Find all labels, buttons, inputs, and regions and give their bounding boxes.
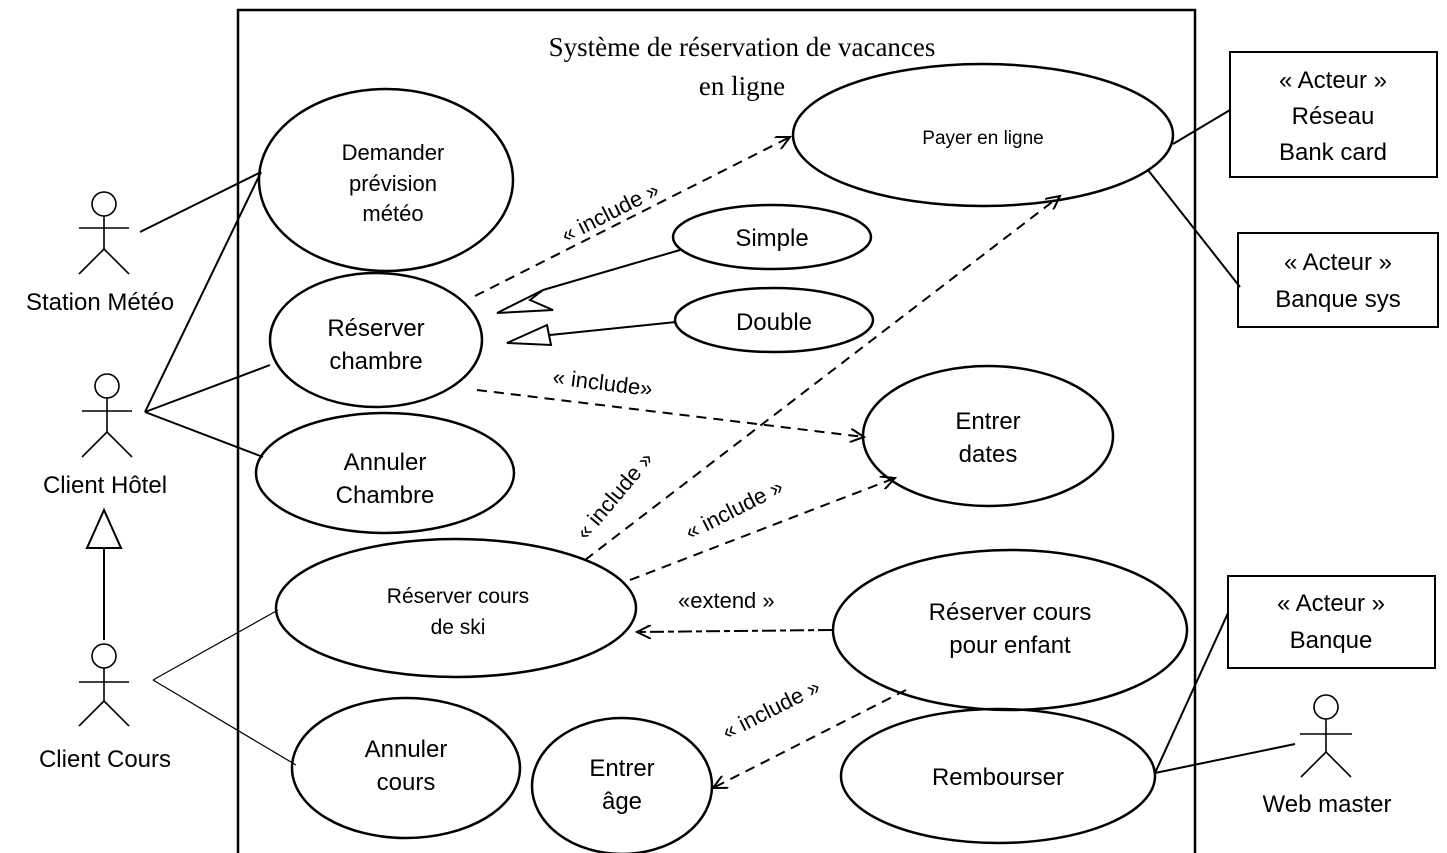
svg-text:Banque sys: Banque sys: [1275, 286, 1400, 313]
svg-text:« Acteur »: « Acteur »: [1277, 590, 1385, 617]
svg-text:Entrer: Entrer: [589, 755, 654, 782]
use-case-reserver-cours-ski: Réserver cours de ski: [274, 537, 638, 679]
actor-station-meteo: Station Météo: [26, 191, 174, 316]
use-case-annuler-cours: Annuler cours: [290, 696, 522, 840]
include-label-dates: « include»: [551, 364, 654, 401]
svg-text:Simple: Simple: [735, 225, 808, 252]
actor-label-client-cours: Client Cours: [39, 746, 171, 773]
system-boundary: [236, 8, 1197, 853]
svg-text:Banque: Banque: [1290, 627, 1373, 654]
associations: [139, 109, 1296, 774]
extend-label: «extend »: [678, 588, 775, 613]
system-title-line-1: Système de réservation de vacances: [549, 32, 936, 62]
use-case-entrer-dates: Entrer dates: [861, 364, 1115, 508]
actor-box-banque: « Acteur » Banque: [1227, 575, 1436, 669]
svg-text:Annuler: Annuler: [365, 736, 448, 763]
svg-text:météo: météo: [362, 201, 423, 226]
stick-figure-icon: [78, 643, 130, 727]
actor-web-master: Web master: [1263, 694, 1392, 818]
svg-text:de ski: de ski: [431, 616, 486, 639]
svg-text:« Acteur »: « Acteur »: [1279, 67, 1387, 94]
include-label-age: « include »: [718, 674, 824, 745]
svg-text:Entrer: Entrer: [955, 408, 1020, 435]
dependencies: [474, 137, 1060, 788]
generalizations: [85, 249, 681, 640]
stick-figure-icon: [81, 373, 133, 458]
use-case-entrer-age: Entrer âge: [530, 716, 714, 853]
svg-text:Rembourser: Rembourser: [932, 764, 1064, 791]
svg-text:prévision: prévision: [349, 171, 437, 196]
svg-text:dates: dates: [959, 441, 1018, 468]
system-title-line-2: en ligne: [699, 71, 785, 101]
svg-text:Réserver cours: Réserver cours: [387, 585, 529, 608]
svg-text:Payer en ligne: Payer en ligne: [922, 128, 1043, 149]
actor-client-cours: Client Cours: [39, 643, 171, 773]
include-label-ski-payer: « include »: [571, 447, 659, 545]
svg-text:Annuler: Annuler: [344, 449, 427, 476]
use-case-rembourser: Rembourser: [839, 707, 1157, 845]
svg-text:Réserver: Réserver: [327, 315, 424, 342]
svg-text:Bank card: Bank card: [1279, 139, 1387, 166]
use-case-double: Double: [673, 286, 875, 354]
actor-label-client-hotel: Client Hôtel: [43, 472, 167, 499]
svg-text:Demander: Demander: [342, 140, 445, 165]
stick-figure-icon: [1300, 694, 1352, 778]
include-label-ski-dates: « include »: [681, 474, 787, 545]
svg-text:Réseau: Réseau: [1292, 103, 1375, 130]
svg-text:chambre: chambre: [329, 348, 422, 375]
svg-text:« Acteur »: « Acteur »: [1284, 249, 1392, 276]
include-label-payer: « include »: [557, 177, 663, 248]
svg-text:Double: Double: [736, 309, 812, 336]
use-case-payer-en-ligne: Payer en ligne: [791, 62, 1175, 208]
actor-label-station-meteo: Station Météo: [26, 289, 174, 316]
svg-text:cours: cours: [377, 769, 436, 796]
svg-text:Réserver cours: Réserver cours: [929, 599, 1092, 626]
svg-text:âge: âge: [602, 788, 642, 815]
stick-figure-icon: [78, 191, 130, 275]
svg-text:pour enfant: pour enfant: [949, 632, 1071, 659]
svg-text:Chambre: Chambre: [336, 482, 435, 509]
actor-label-web-master: Web master: [1263, 791, 1392, 818]
use-case-demander-prevision: Demander prévision météo: [257, 87, 515, 273]
actor-box-banque-sys: « Acteur » Banque sys: [1237, 232, 1439, 328]
use-case-annuler-chambre: Annuler Chambre: [254, 411, 516, 535]
use-case-reserver-chambre: Réserver chambre: [268, 271, 484, 409]
use-case-simple: Simple: [671, 203, 873, 271]
use-case-reserver-cours-enfant: Réserver cours pour enfant: [831, 548, 1189, 712]
actor-box-reseau-bank-card: « Acteur » Réseau Bank card: [1229, 51, 1438, 178]
actor-client-hotel: Client Hôtel: [43, 373, 167, 499]
